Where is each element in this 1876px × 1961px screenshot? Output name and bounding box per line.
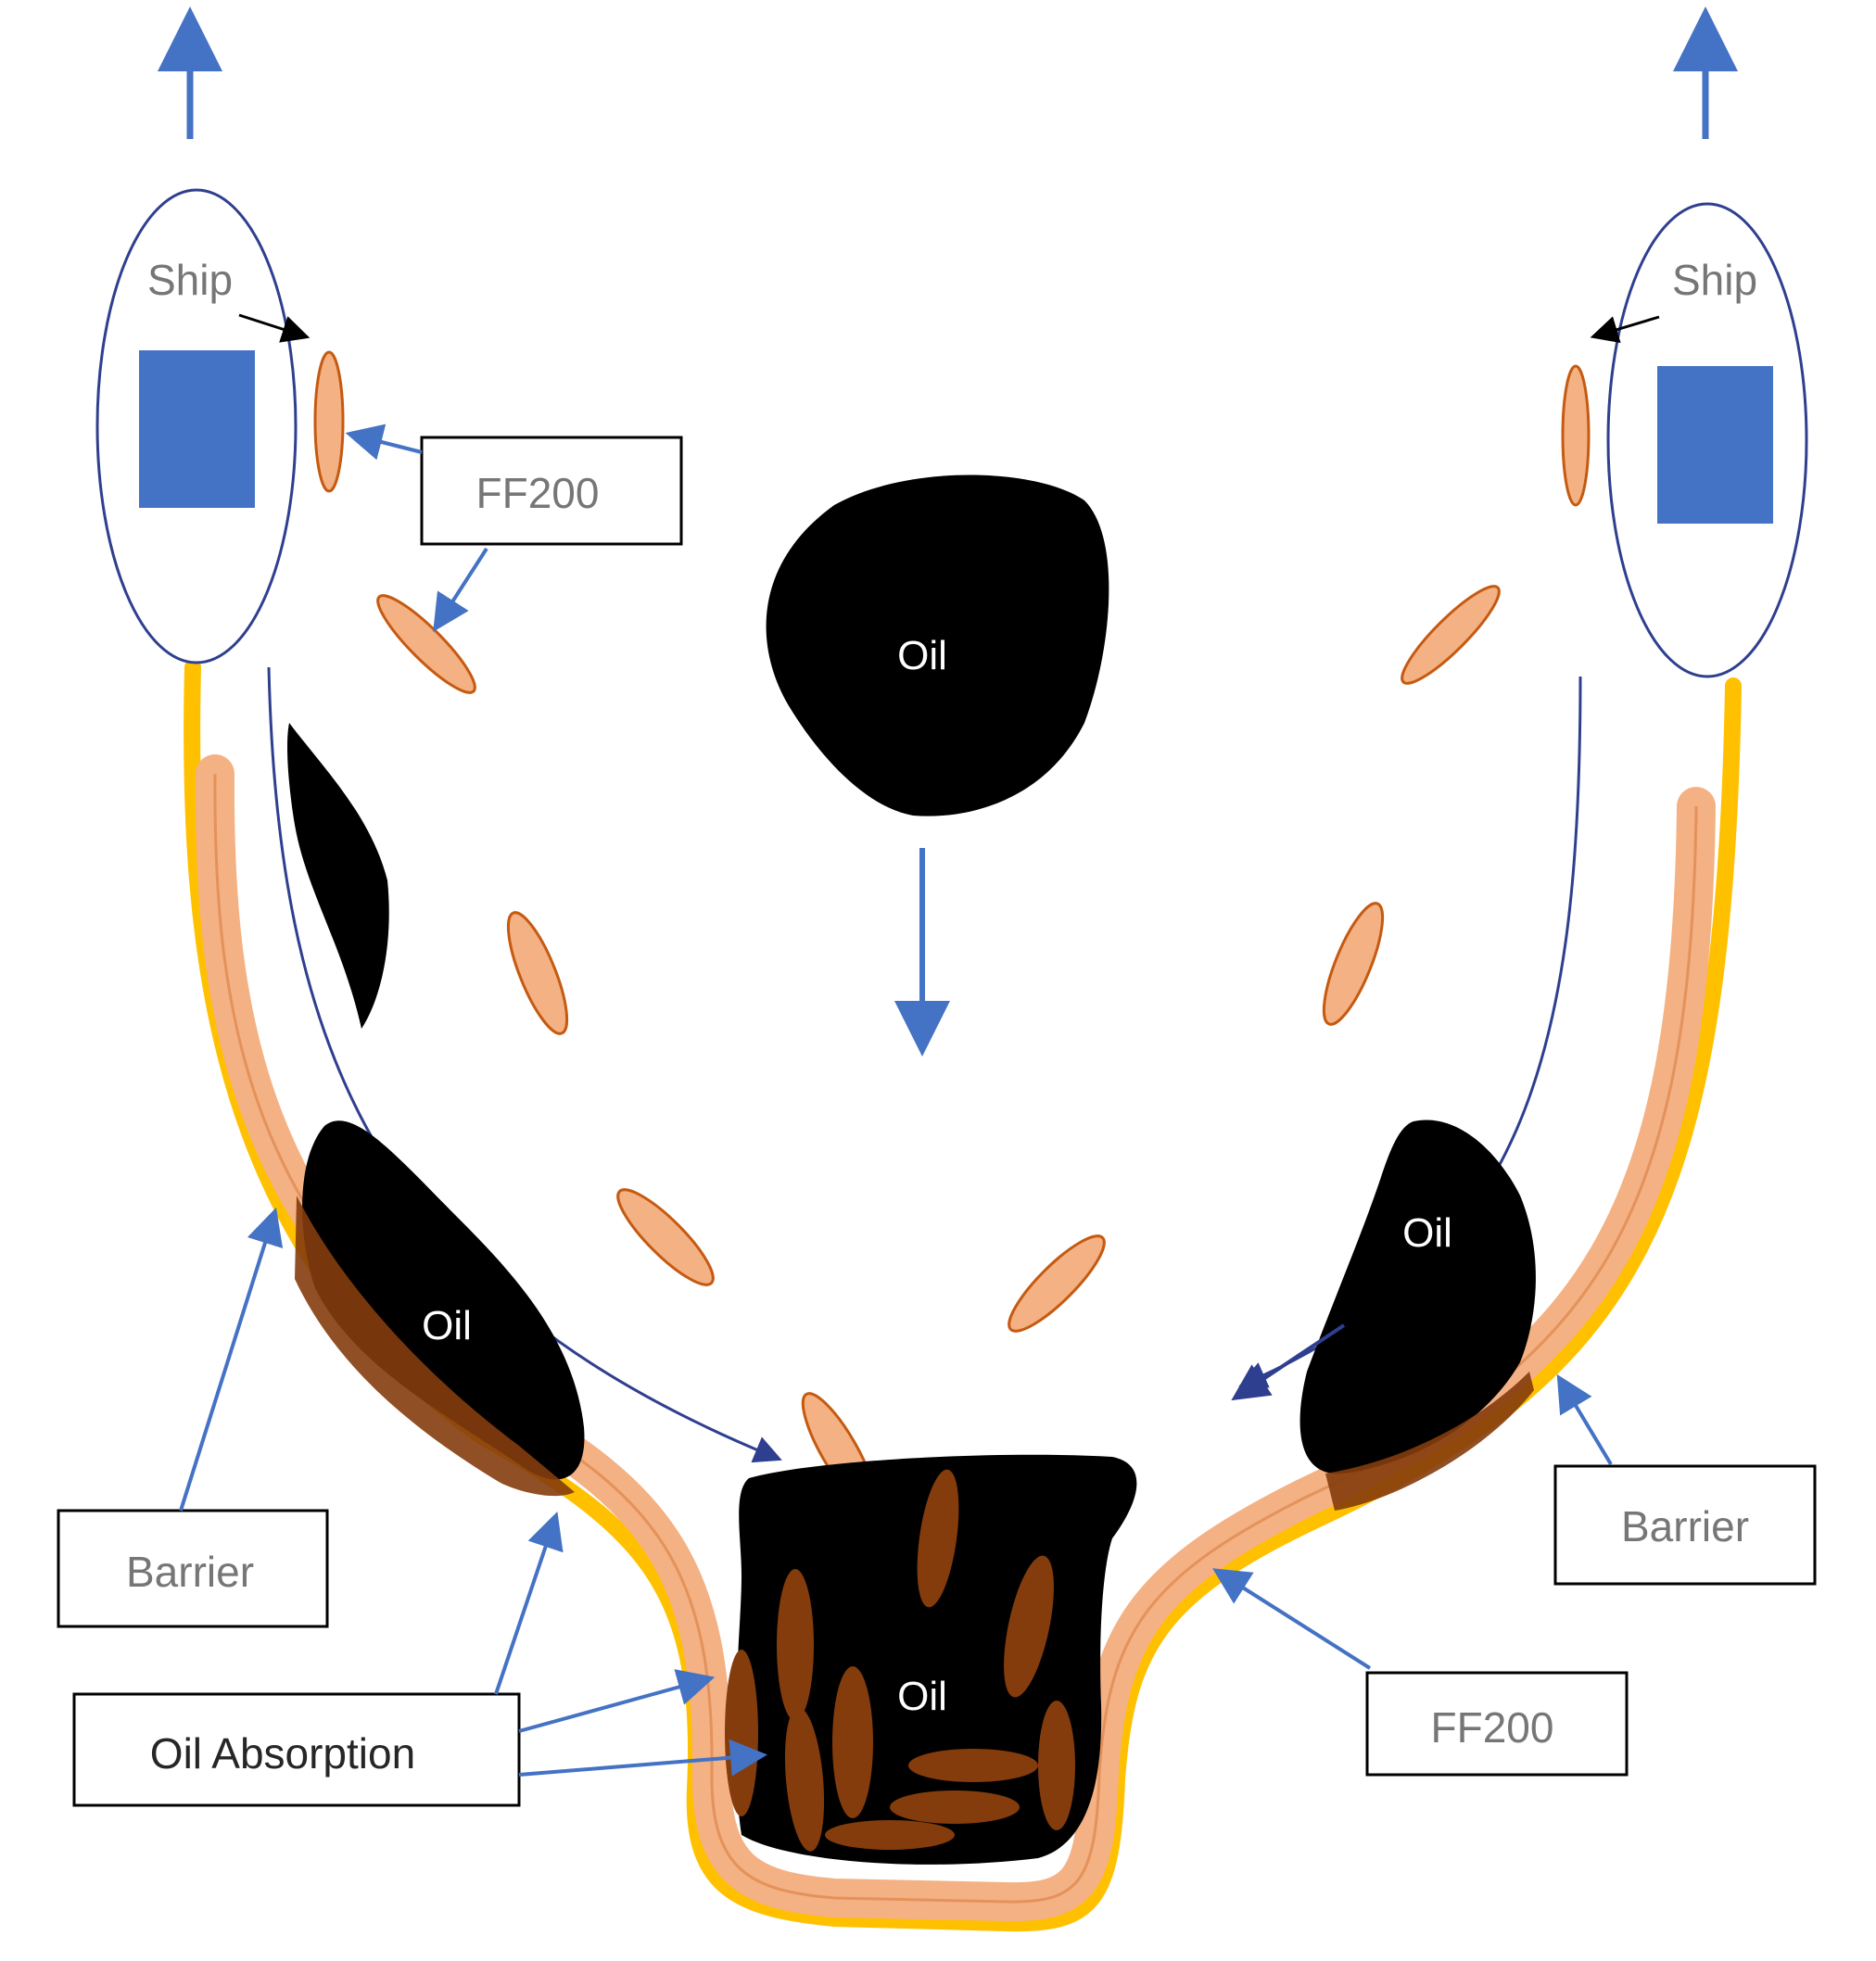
ff200-pellet bbox=[376, 594, 476, 694]
ff200-pellet bbox=[1561, 364, 1591, 507]
ff200-pellet bbox=[1008, 1234, 1106, 1333]
absorbed-fiber bbox=[825, 1820, 955, 1850]
absorbed-fiber bbox=[890, 1790, 1020, 1824]
ship-pointer-right bbox=[1590, 315, 1660, 344]
oil-label: Oil bbox=[422, 1303, 472, 1348]
callout-text: Barrier bbox=[126, 1548, 254, 1596]
callout-box bbox=[1553, 1464, 1817, 1586]
absorbed-fiber bbox=[1004, 1555, 1054, 1698]
pointer-ff200-bottom bbox=[1212, 1568, 1372, 1670]
ff200-pellets bbox=[313, 350, 1591, 1509]
ship-right: Ship bbox=[1606, 202, 1808, 678]
absorbed-oil-band bbox=[295, 1196, 575, 1497]
callout-barrier-right: Barrier bbox=[1553, 1464, 1817, 1586]
oil-label: Oil bbox=[897, 633, 947, 678]
ship-block bbox=[1657, 366, 1773, 524]
absorbed-fiber bbox=[725, 1650, 758, 1816]
oil-drift-arrow-right bbox=[1231, 1323, 1346, 1401]
ship-label: Ship bbox=[147, 256, 233, 304]
absorbed-fiber bbox=[832, 1666, 873, 1818]
callout-text: FF200 bbox=[476, 469, 600, 517]
callout-text: Barrier bbox=[1621, 1502, 1749, 1550]
callout-box bbox=[57, 1509, 329, 1628]
oil-blob bbox=[766, 474, 1109, 816]
callout-box bbox=[72, 1692, 521, 1807]
oil-slick-left: Oil bbox=[295, 1120, 585, 1497]
ff200-pellet bbox=[616, 1188, 715, 1286]
absorbed-fiber bbox=[1038, 1701, 1075, 1830]
callout-text: Oil Absorption bbox=[150, 1729, 415, 1778]
oil-blob bbox=[302, 1120, 585, 1480]
pointer-ff200-top-1 bbox=[345, 424, 423, 461]
callout-ff200-bottom: FF200 bbox=[1365, 1671, 1629, 1777]
oil-slick-bottom: Oil bbox=[725, 1454, 1137, 1865]
ship-pointer-left bbox=[238, 313, 311, 343]
oil-slick-right: Oil bbox=[1299, 1120, 1536, 1511]
ff200-pellet bbox=[313, 350, 345, 493]
pointer-barrier-left bbox=[179, 1207, 284, 1512]
ff200-pellet bbox=[1322, 902, 1385, 1026]
oil-slick-top: Oil bbox=[766, 474, 1109, 816]
ship-block bbox=[139, 350, 255, 508]
pointer-barrier-right bbox=[1556, 1373, 1613, 1466]
absorbed-fiber bbox=[917, 1469, 959, 1608]
absorbed-oil-band bbox=[1325, 1372, 1534, 1511]
ship-left: Ship bbox=[95, 188, 298, 664]
oil-blob-left-upper bbox=[287, 723, 389, 1029]
absorbed-fiber bbox=[908, 1749, 1038, 1782]
callout-text: FF200 bbox=[1431, 1703, 1554, 1752]
pointer-absorption-3 bbox=[518, 1739, 767, 1777]
callout-box bbox=[420, 436, 683, 546]
callout-barrier-left: Barrier bbox=[57, 1509, 329, 1628]
oil-label: Oil bbox=[1402, 1210, 1452, 1256]
absorbed-fiber bbox=[777, 1569, 814, 1721]
oil-label: Oil bbox=[897, 1674, 947, 1719]
pointer-absorption-1 bbox=[494, 1512, 564, 1695]
ff200-pellet bbox=[506, 911, 569, 1035]
ff200-pellet bbox=[1401, 585, 1501, 685]
absorbed-fiber bbox=[784, 1707, 825, 1852]
callout-oil-absorption: Oil Absorption bbox=[72, 1692, 521, 1807]
callout-ff200-top: FF200 bbox=[420, 436, 683, 546]
ship-label: Ship bbox=[1672, 256, 1757, 304]
callout-box bbox=[1365, 1671, 1629, 1777]
pointer-absorption-2 bbox=[518, 1669, 716, 1733]
oil-blob bbox=[1299, 1120, 1536, 1474]
pointer-ff200-top-2 bbox=[433, 547, 488, 632]
